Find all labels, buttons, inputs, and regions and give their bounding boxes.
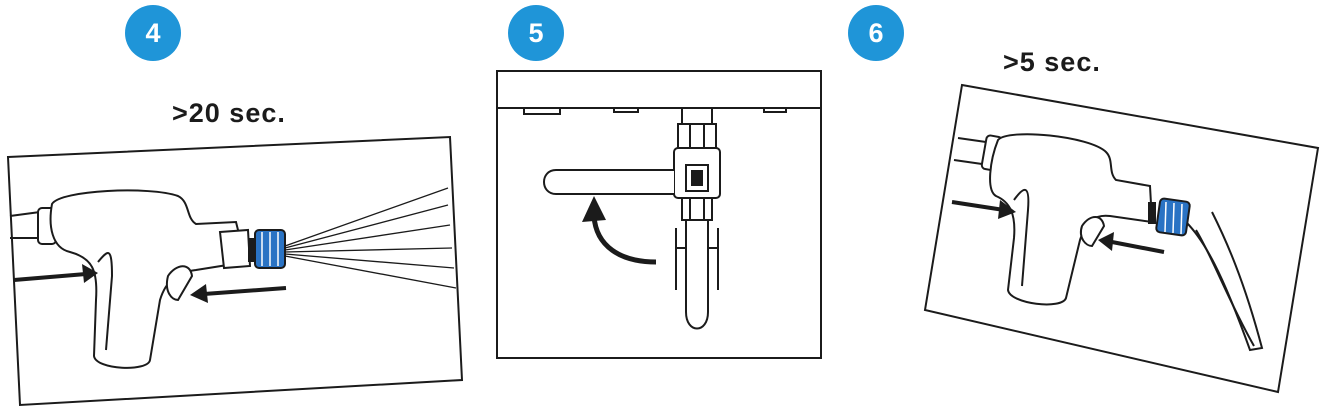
nozzle-icon — [248, 229, 286, 269]
step-4-illustration — [6, 135, 464, 407]
step-5-frame — [496, 70, 822, 359]
arrow-left-icon-6 — [1098, 232, 1165, 254]
arrow-left-icon — [190, 284, 287, 303]
spray-gun-icon — [49, 189, 248, 369]
arrow-right-icon-6 — [951, 200, 1016, 219]
step-5-illustration — [496, 70, 822, 359]
step-6-timing: >5 sec. — [1003, 47, 1101, 77]
step-4-badge: 4 — [125, 5, 181, 61]
ball-valve-icon — [543, 147, 721, 330]
step-6-badge: 6 — [848, 5, 904, 61]
step-4-timing: >20 sec. — [172, 98, 286, 128]
curved-arrow-icon — [582, 196, 657, 265]
nozzle-icon-6 — [1148, 197, 1191, 237]
arrow-right-icon — [13, 264, 98, 283]
spray-jet-icon — [284, 187, 457, 289]
step-6-frame — [923, 83, 1320, 394]
step-5-badge: 5 — [508, 5, 564, 61]
